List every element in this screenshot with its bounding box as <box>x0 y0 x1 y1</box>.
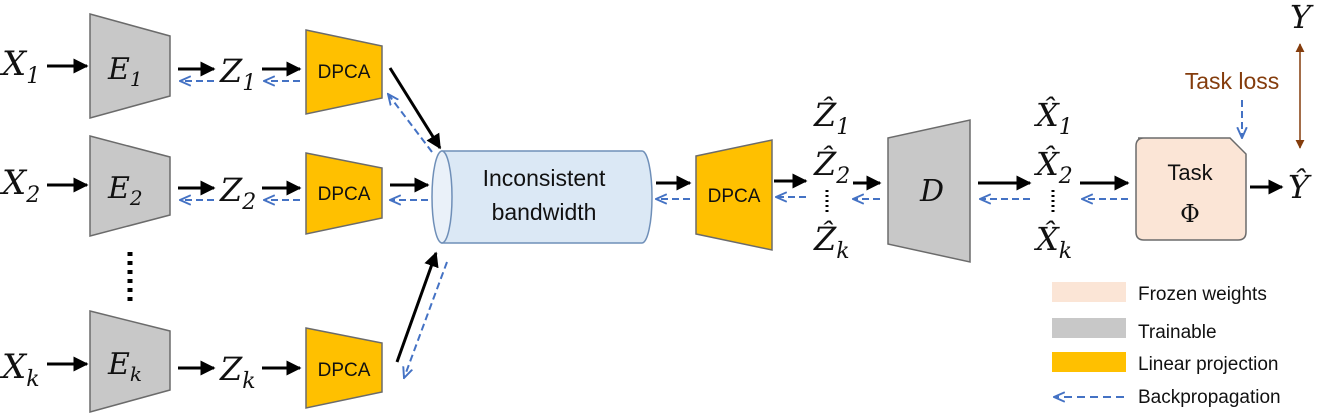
legend-label-projection: Linear projection <box>1138 354 1278 375</box>
decoder-block <box>887 119 971 263</box>
task-label-line1: Task <box>1167 160 1213 185</box>
latent-z2-label: Z2 <box>219 171 256 215</box>
legend-swatch-trainable <box>1052 318 1126 338</box>
channel-label-line1: Inconsistent <box>483 165 606 191</box>
target-y-label: Y <box>1290 0 1314 36</box>
arrow-dpca1-to-channel <box>388 67 442 150</box>
encoder-ek-block <box>89 310 171 413</box>
backprop-channel-to-dpcak <box>404 261 448 378</box>
input-x1-label: X1 <box>0 44 40 89</box>
recon-latent-z2-label: Ẑ2 <box>813 145 850 189</box>
dpca-rx-block <box>695 139 773 251</box>
dpca-1-label: DPCA <box>318 62 371 83</box>
input-x2-label: X2 <box>0 163 40 208</box>
latent-z1-label: Z1 <box>219 52 256 96</box>
channel-cylinder <box>431 150 653 244</box>
dpca-2-label: DPCA <box>318 184 371 205</box>
dpca-k-label: DPCA <box>318 360 371 381</box>
recon-input-x1-label: X̂1 <box>1033 96 1073 140</box>
task-loss-label: Task loss <box>1185 68 1280 94</box>
latent-zk-label: Zk <box>219 350 256 394</box>
dpca-2-block <box>305 152 383 235</box>
task-block <box>1135 137 1247 241</box>
encoder-e1-block <box>89 13 171 119</box>
decoder-label: D <box>919 174 944 209</box>
encoder-e2-block <box>89 135 171 237</box>
output-yhat-label: Ŷ <box>1288 168 1312 206</box>
encoder-e1-label: E1 <box>107 52 143 91</box>
encoder-e2-label: E2 <box>107 171 143 210</box>
channel-label-line2: bandwidth <box>492 199 597 225</box>
recon-input-xk-label: X̂k <box>1033 220 1072 264</box>
backprop-channel-to-dpca1 <box>388 94 433 153</box>
legend-swatch-frozen <box>1052 282 1126 302</box>
legend-swatch-projection <box>1052 352 1126 372</box>
arrow-dpcak-to-channel <box>395 251 439 363</box>
input-xk-label: Xk <box>0 347 40 392</box>
recon-latent-z1-label: Ẑ1 <box>813 96 850 140</box>
legend-label-trainable: Trainable <box>1138 322 1217 343</box>
legend: Frozen weights Trainable Linear projecti… <box>1052 282 1281 408</box>
legend-label-frozen: Frozen weights <box>1138 284 1267 305</box>
encoder-ek-label: Ek <box>107 347 142 386</box>
dpca-rx-label: DPCA <box>708 186 761 207</box>
task-label-line2: Φ <box>1180 200 1200 228</box>
dpca-1-block <box>305 29 383 115</box>
dpca-k-block <box>305 327 383 409</box>
recon-input-x2-label: X̂2 <box>1033 145 1073 189</box>
legend-label-backprop: Backpropagation <box>1138 387 1281 408</box>
recon-latent-zk-label: Ẑk <box>813 220 850 264</box>
